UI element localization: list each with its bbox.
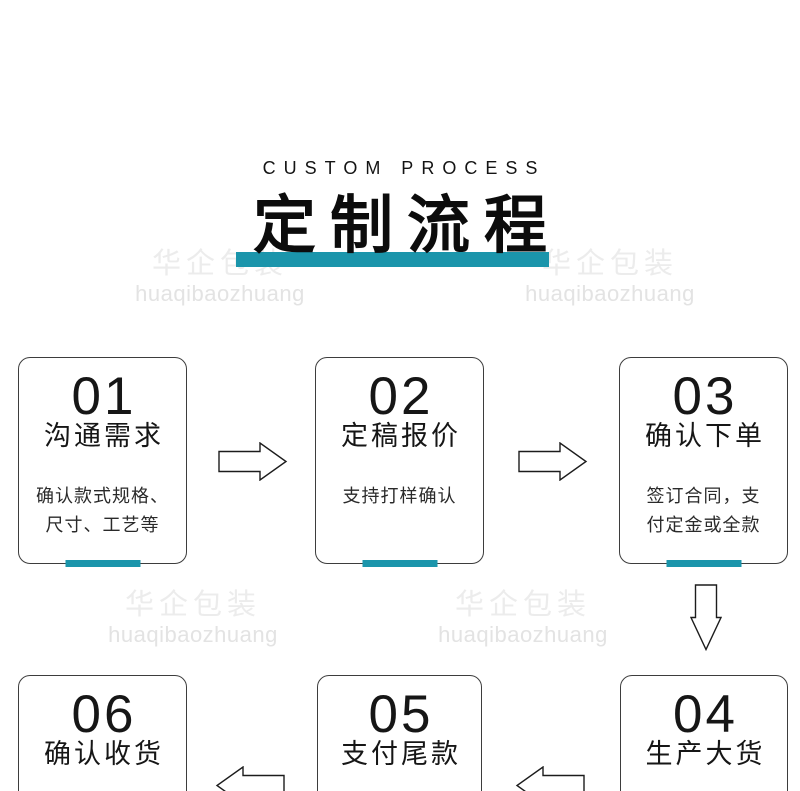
- step-title: 生产大货: [645, 739, 766, 769]
- step-description: 确认款式规格、 尺寸、工艺等: [29, 482, 176, 540]
- step-description: 支持打样确认: [326, 482, 473, 511]
- step-description-line: 支持打样确认: [342, 486, 457, 506]
- section-title: 定制流程: [0, 191, 800, 271]
- step-description-line: 确认款式规格、: [36, 486, 169, 506]
- step-card-05: 05 支付尾款: [317, 675, 482, 791]
- step-accent-underline: [666, 560, 741, 567]
- watermark: 华企包装 huaqibaozhuang: [408, 588, 638, 647]
- title-accent-bar: [236, 252, 549, 267]
- step-number: 02: [368, 367, 434, 426]
- watermark: 华企包装 huaqibaozhuang: [78, 588, 308, 647]
- step-title: 确认收货: [44, 739, 164, 769]
- section-title-text: 定制流程: [253, 191, 561, 261]
- arrow-left-icon: [515, 766, 585, 791]
- step-card-06: 06 确认收货: [18, 675, 187, 791]
- step-description-line: 付定金或全款: [646, 515, 761, 535]
- step-card-03: 03 确认下单 签订合同，支 付定金或全款: [619, 357, 788, 567]
- arrow-left-icon: [215, 766, 285, 791]
- arrow-right-icon: [218, 442, 288, 481]
- step-accent-underline: [362, 560, 437, 567]
- step-card-02: 02 定稿报价 支持打样确认: [315, 357, 484, 567]
- step-title: 确认下单: [645, 421, 765, 451]
- step-accent-underline: [65, 560, 140, 567]
- watermark-text-pinyin: huaqibaozhuang: [108, 622, 278, 647]
- watermark-text-cn: 华企包装: [454, 589, 591, 621]
- arrow-right-icon: [518, 442, 588, 481]
- step-number: 06: [71, 685, 137, 744]
- step-number: 01: [71, 367, 137, 426]
- watermark-text-pinyin: huaqibaozhuang: [525, 281, 695, 306]
- step-description-line: 签订合同，支: [646, 486, 761, 506]
- step-title: 定稿报价: [341, 421, 461, 451]
- step-number: 05: [368, 685, 434, 744]
- step-description: 签订合同，支 付定金或全款: [630, 482, 777, 540]
- step-title: 沟通需求: [44, 421, 164, 451]
- section-subtitle: CUSTOM PROCESS: [262, 158, 546, 178]
- watermark-text-pinyin: huaqibaozhuang: [438, 622, 608, 647]
- watermark-text-cn: 华企包装: [124, 589, 261, 621]
- step-card-04: 04 生产大货: [620, 675, 788, 791]
- step-number: 04: [673, 685, 738, 744]
- step-card-01: 01 沟通需求 确认款式规格、 尺寸、工艺等: [18, 357, 187, 567]
- step-title: 支付尾款: [341, 739, 461, 769]
- step-description-line: 尺寸、工艺等: [45, 515, 160, 535]
- step-number: 03: [672, 367, 738, 426]
- watermark-text-pinyin: huaqibaozhuang: [135, 281, 305, 306]
- arrow-down-icon: [690, 584, 722, 651]
